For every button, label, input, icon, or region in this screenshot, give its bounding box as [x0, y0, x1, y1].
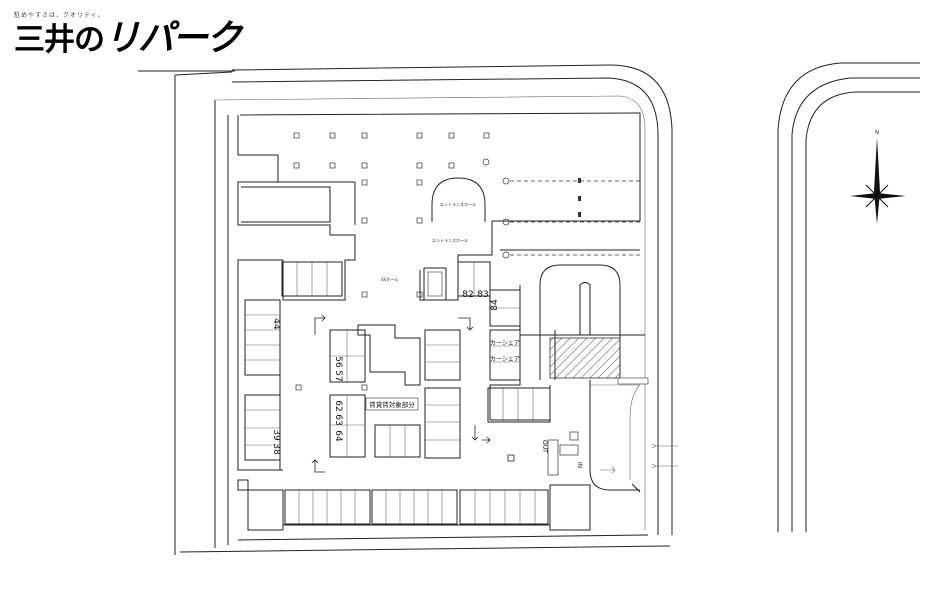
hatched-ramp: [549, 337, 621, 379]
rental-notice-text: 賃貸賃対象部分: [369, 400, 415, 409]
car-share-label-1: カーシェア: [490, 340, 520, 347]
in-label: IN: [576, 462, 583, 468]
brand-tagline: 駐めやすさは、クオリティ。: [14, 12, 105, 19]
gates: OUT IN: [541, 431, 678, 476]
north-compass: N: [850, 130, 906, 224]
logo-brand: リパーク: [104, 18, 242, 59]
car-share-label-2: カーシェア: [490, 356, 520, 363]
brand-logo: 三井のリパーク: [14, 21, 242, 58]
site-boundary: [138, 62, 920, 555]
stall-63: 63: [333, 414, 343, 425]
columns: [293, 132, 510, 391]
out-label: OUT: [541, 440, 548, 453]
stall-84: 84: [490, 299, 500, 311]
stall-44: 44: [271, 318, 281, 330]
brand-header: 駐めやすさは、クオリティ。 三井のリパーク: [14, 10, 242, 60]
stall-38: 38: [271, 443, 281, 455]
service-lines: [510, 178, 640, 256]
stall-64: 64: [333, 430, 343, 442]
compass-north-label: N: [875, 130, 879, 136]
flow-arrows: [311, 314, 515, 473]
stall-labels: 82 83 84 44 56 57 62 63 64 38 39 カーシェア カ…: [271, 290, 520, 455]
stall-39: 39: [271, 429, 281, 441]
driveway: [520, 264, 649, 493]
stall-62: 62: [333, 400, 343, 411]
entrance-rotunda: エントランスホール エントランスホール EVホール: [381, 177, 486, 282]
rental-notice: 賃貸賃対象部分: [365, 397, 419, 411]
hall-mid-label: エントランスホール: [432, 237, 468, 243]
hall-top-label: エントランスホール: [440, 201, 476, 207]
stall-57: 57: [333, 370, 343, 381]
parking-stalls: [244, 261, 551, 525]
stall-56: 56: [333, 356, 343, 368]
stall-83: 83: [477, 290, 488, 300]
stall-82: 82: [462, 290, 473, 300]
logo-prefix: 三井の: [14, 22, 105, 58]
ev-hall-label: EVホール: [381, 277, 398, 282]
